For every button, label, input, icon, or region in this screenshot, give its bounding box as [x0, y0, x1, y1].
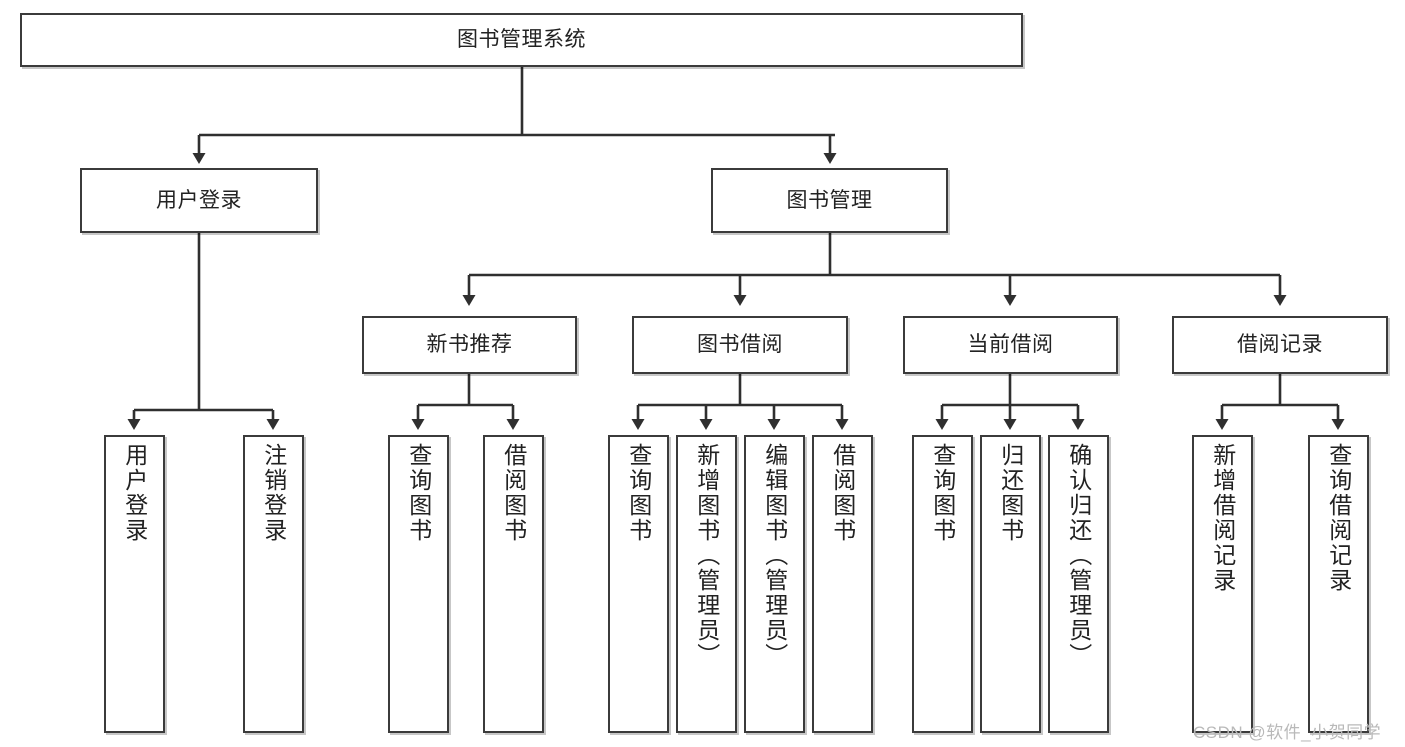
node-label: 新增图书（管理员）	[693, 443, 720, 668]
node-label: 新书推荐	[426, 333, 513, 357]
node-book-management[interactable]: 图书管理	[711, 168, 948, 233]
node-label: 查询借阅记录	[1325, 443, 1352, 593]
node-label: 编辑图书（管理员）	[761, 443, 788, 668]
leaf-current-confirm-return-admin[interactable]: 确认归还（管理员）	[1048, 435, 1109, 733]
leaf-user-login[interactable]: 用户登录	[104, 435, 165, 733]
node-borrow-record[interactable]: 借阅记录	[1172, 316, 1388, 374]
node-label: 借阅图书	[829, 443, 856, 543]
node-label: 确认归还（管理员）	[1065, 443, 1092, 668]
leaf-newbook-borrow-book[interactable]: 借阅图书	[483, 435, 544, 733]
leaf-newbook-query-book[interactable]: 查询图书	[388, 435, 449, 733]
node-root-system[interactable]: 图书管理系统	[20, 13, 1023, 67]
node-label: 图书借阅	[697, 333, 783, 357]
node-book-borrow[interactable]: 图书借阅	[632, 316, 848, 374]
leaf-borrow-add-book-admin[interactable]: 新增图书（管理员）	[676, 435, 737, 733]
node-new-book-recommend[interactable]: 新书推荐	[362, 316, 577, 374]
leaf-current-return-book[interactable]: 归还图书	[980, 435, 1041, 733]
node-label: 查询图书	[929, 443, 956, 543]
node-label: 查询图书	[405, 443, 432, 543]
leaf-current-query-book[interactable]: 查询图书	[912, 435, 973, 733]
node-user-login[interactable]: 用户登录	[80, 168, 318, 233]
node-label: 图书管理系统	[457, 28, 586, 52]
node-label: 用户登录	[121, 443, 148, 543]
leaf-record-add-record[interactable]: 新增借阅记录	[1192, 435, 1253, 733]
node-label: 借阅图书	[500, 443, 527, 543]
node-label: 查询图书	[625, 443, 652, 543]
leaf-record-query-record[interactable]: 查询借阅记录	[1308, 435, 1369, 733]
node-label: 图书管理	[786, 188, 873, 212]
leaf-logout[interactable]: 注销登录	[243, 435, 304, 733]
leaf-borrow-query-book[interactable]: 查询图书	[608, 435, 669, 733]
node-label: 用户登录	[156, 188, 242, 212]
node-label: 当前借阅	[967, 333, 1054, 357]
node-label: 新增借阅记录	[1209, 443, 1236, 593]
node-current-borrow[interactable]: 当前借阅	[903, 316, 1118, 374]
node-label: 借阅记录	[1237, 333, 1323, 357]
node-label: 归还图书	[997, 443, 1024, 543]
leaf-borrow-borrow-book[interactable]: 借阅图书	[812, 435, 873, 733]
node-label: 注销登录	[260, 443, 287, 543]
leaf-borrow-edit-book-admin[interactable]: 编辑图书（管理员）	[744, 435, 805, 733]
